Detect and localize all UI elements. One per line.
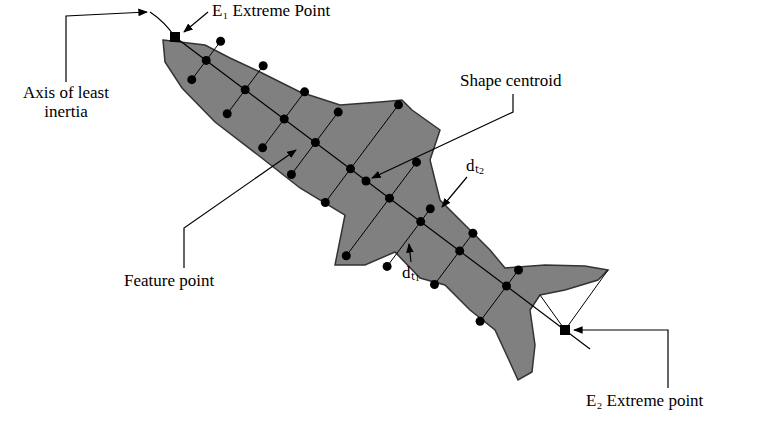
feature-dot xyxy=(223,109,232,118)
feature-dot xyxy=(311,138,320,147)
feature-dot xyxy=(300,87,309,96)
chord-line xyxy=(387,209,430,267)
chord-line xyxy=(192,41,221,79)
axis-label: Axis of least inertia xyxy=(14,84,118,121)
centroid-dot xyxy=(362,177,371,186)
feature-dot xyxy=(514,266,523,275)
feature-dot xyxy=(385,194,394,203)
chord-line xyxy=(291,112,338,174)
feature-dot xyxy=(187,75,196,84)
feature-dot xyxy=(216,37,225,46)
chord-line xyxy=(435,233,473,284)
extreme-point-label: E₁ Extreme Point xyxy=(212,2,330,21)
distance-label: dₜ₂ xyxy=(466,157,484,176)
feature-dot xyxy=(334,108,343,117)
extreme-point-label: E₂ Extreme point xyxy=(586,392,703,411)
feature-dot xyxy=(258,143,267,152)
leader-line xyxy=(184,12,208,32)
extreme-point-e1 xyxy=(170,32,180,42)
chord-line xyxy=(227,66,263,114)
plane-shape xyxy=(163,40,608,380)
centroid-label: Shape centroid xyxy=(460,72,562,91)
feature-dot xyxy=(430,280,439,289)
feature-dot xyxy=(394,100,403,109)
leader-line xyxy=(442,177,467,207)
feature-point-label: Feature point xyxy=(124,272,214,291)
chord-line xyxy=(480,270,518,321)
chord-line xyxy=(325,105,398,203)
feature-dot xyxy=(280,115,289,124)
extreme-point-e2 xyxy=(560,325,570,335)
leader-line xyxy=(66,12,147,82)
feature-dot xyxy=(426,204,435,213)
feature-dot xyxy=(287,170,296,179)
tail-extent-line xyxy=(565,270,608,330)
feature-dot xyxy=(346,164,355,173)
feature-dot xyxy=(476,317,485,326)
tail-extent-line xyxy=(540,295,565,330)
feature-dot xyxy=(342,251,351,260)
chord-line xyxy=(263,92,305,148)
feature-dot xyxy=(455,246,464,255)
feature-dot xyxy=(502,282,511,291)
leader-line xyxy=(574,330,668,388)
least-inertia-axis xyxy=(150,12,590,349)
leader-line xyxy=(372,94,513,178)
feature-dot xyxy=(321,198,330,207)
feature-dot xyxy=(416,217,425,226)
feature-dot xyxy=(202,56,211,65)
feature-dot xyxy=(259,61,268,70)
feature-dot xyxy=(241,85,250,94)
feature-dot xyxy=(383,262,392,271)
feature-dot xyxy=(468,229,477,238)
leader-line xyxy=(184,150,296,268)
distance-label: dₜ₁ xyxy=(402,264,420,283)
leader-line xyxy=(409,244,411,262)
